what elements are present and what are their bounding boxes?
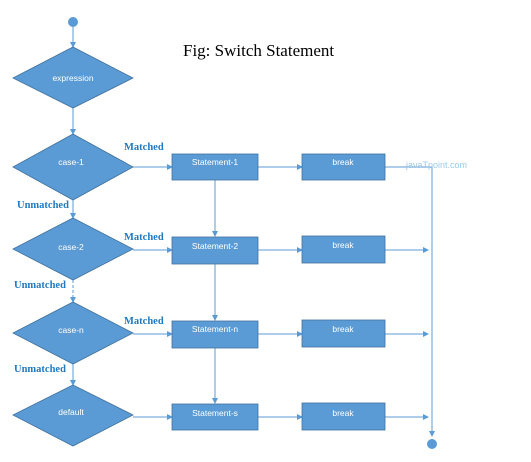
breakn-box: break — [301, 319, 386, 348]
diagram-title: Fig: Switch Statement — [183, 41, 334, 60]
decision-expression-label: expression — [52, 73, 93, 83]
statements-box: Statement-s — [171, 403, 259, 431]
decision-case1-label: case-1 — [58, 157, 84, 167]
end-node — [427, 439, 437, 449]
statement2-label: Statement-2 — [192, 241, 239, 251]
breaks-box: break — [301, 402, 386, 431]
decision-expression: expression — [12, 46, 134, 109]
edge-label-unmatched-2: Unmatched — [14, 280, 66, 291]
statement1-box: Statement-1 — [171, 153, 259, 181]
watermark-text: javaTpoint.com — [405, 160, 467, 170]
break2-box: break — [301, 235, 386, 264]
edge-label-unmatched-n: Unmatched — [14, 364, 66, 375]
statement2-box: Statement-2 — [171, 236, 259, 265]
edge-label-matched-1: Matched — [124, 142, 164, 153]
break2-label: break — [332, 240, 354, 250]
edge-label-unmatched-1: Unmatched — [17, 200, 69, 211]
decision-default: default — [12, 384, 134, 447]
start-node — [68, 17, 78, 27]
decision-default-label: default — [58, 407, 84, 417]
decision-case2-label: case-2 — [58, 242, 84, 252]
breakn-label: break — [332, 324, 354, 334]
edge-label-matched-n: Matched — [124, 316, 164, 327]
statements-label: Statement-s — [192, 408, 238, 418]
statement1-label: Statement-1 — [192, 157, 239, 167]
break1-box: break — [301, 153, 386, 181]
decision-case1: case-1 — [12, 133, 134, 201]
breaks-label: break — [332, 408, 354, 418]
statementn-box: Statement-n — [171, 320, 259, 349]
decision-casen: case-n — [12, 301, 134, 365]
edge-label-matched-2: Matched — [124, 232, 164, 243]
break1-label: break — [332, 157, 354, 167]
decision-case2: case-2 — [12, 217, 134, 281]
statementn-label: Statement-n — [192, 324, 239, 334]
decision-casen-label: case-n — [58, 325, 84, 335]
